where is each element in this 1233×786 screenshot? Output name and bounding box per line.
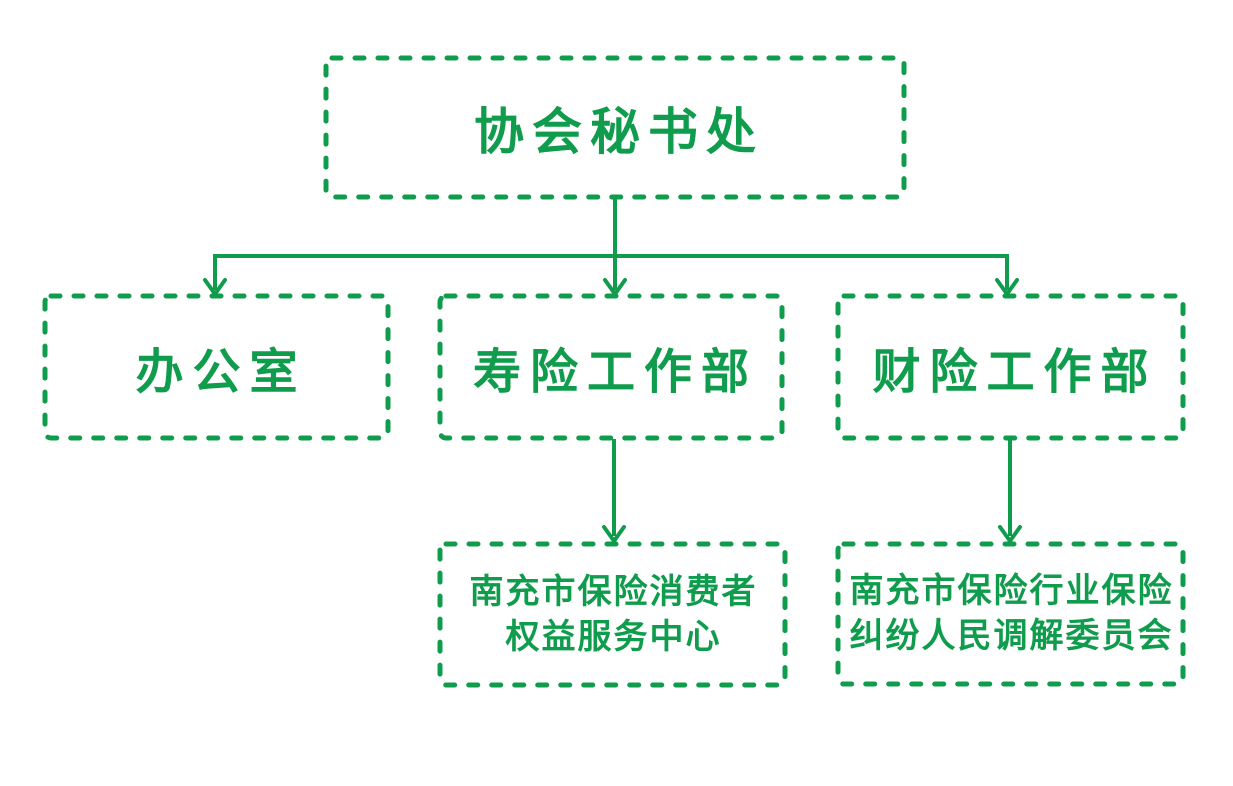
mediation-committee-box-border [835, 541, 1186, 687]
node-property-insurance-dept-label: 财险工作部 [872, 346, 1158, 399]
life-insurance-dept-box-border [437, 293, 785, 441]
node-office: 办公室 [45, 296, 388, 438]
property-insurance-dept-box-border [835, 293, 1186, 441]
node-secretariat-label: 协会秘书处 [474, 103, 764, 160]
consumer-rights-center-box-border [437, 541, 788, 688]
node-office-label: 办公室 [135, 346, 307, 399]
node-consumer-rights-center-line2: 权益服务中心 [505, 617, 722, 656]
office-box-border [42, 293, 391, 441]
arrowhead-mediation-committee [998, 525, 1022, 543]
arrowhead-office [203, 278, 227, 296]
node-mediation-committee-line1: 南充市保险行业保险 [849, 572, 1174, 611]
node-mediation-committee: 南充市保险行业保险 纠纷人民调解委员会 [838, 544, 1183, 684]
node-secretariat: 协会秘书处 [326, 58, 904, 197]
node-mediation-committee-line2: 纠纷人民调解委员会 [849, 617, 1174, 655]
arrowhead-consumer-center [602, 525, 626, 543]
arrowhead-property-dept [995, 278, 1019, 296]
node-consumer-rights-center: 南充市保险消费者 权益服务中心 [440, 544, 785, 685]
node-consumer-rights-center-line1: 南充市保险消费者 [469, 572, 758, 611]
node-life-insurance-dept: 寿险工作部 [440, 296, 782, 438]
node-property-insurance-dept: 财险工作部 [838, 296, 1183, 438]
arrowhead-life-dept [603, 278, 627, 296]
node-life-insurance-dept-label: 寿险工作部 [472, 346, 758, 399]
